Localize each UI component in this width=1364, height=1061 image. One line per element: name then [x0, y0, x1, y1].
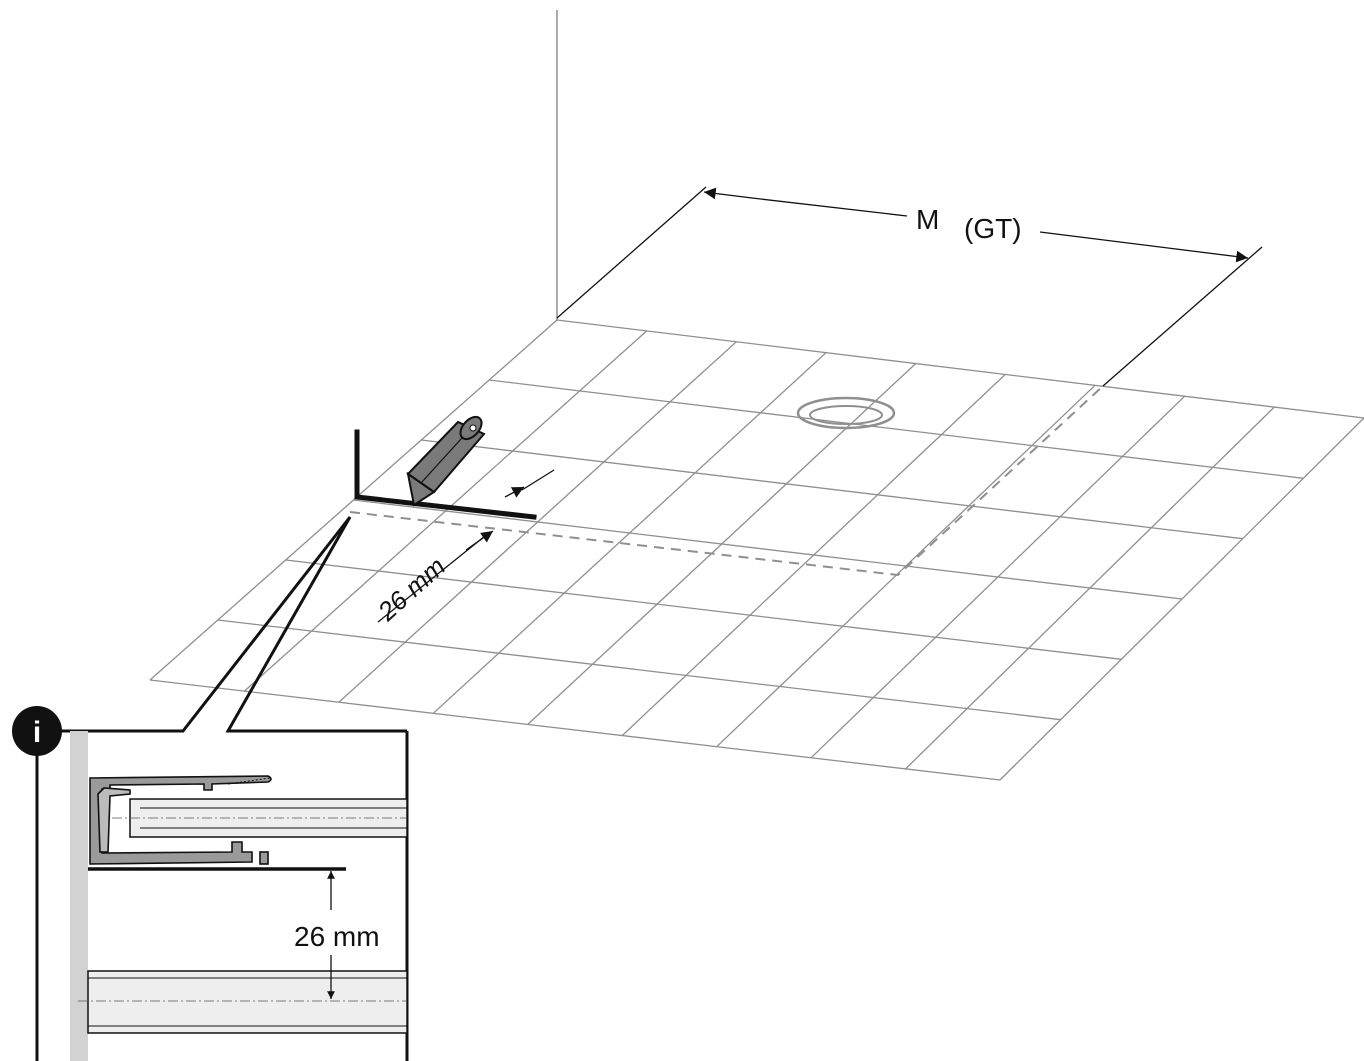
grid-line: [489, 379, 1304, 479]
floor-drain: [796, 396, 896, 430]
dimension-label-gt: (GT): [964, 213, 1022, 244]
offset-label-detail: 26 mm: [294, 921, 380, 952]
detail-inset: 26 mm i: [12, 706, 409, 1061]
steel-square-tool: [354, 429, 537, 520]
info-icon: i: [12, 706, 62, 756]
detail-callout-lines: [37, 516, 407, 733]
offset-label-floor: 26 mm: [371, 551, 451, 627]
grid-line: [217, 619, 1061, 721]
grid-line: [285, 559, 1122, 660]
info-badge-text: i: [33, 716, 41, 749]
wall-section-band: [70, 731, 88, 1061]
installation-outline-dashed: [349, 385, 1104, 577]
upper-rail: [112, 798, 407, 838]
grid-line: [149, 679, 1001, 781]
pencil-icon: [406, 415, 486, 507]
grid-line: [556, 319, 1364, 419]
aluminium-profile: [89, 775, 272, 865]
offset-dimension-detail: 26 mm: [294, 871, 380, 999]
grid-line: [421, 439, 1243, 540]
offset-dimension-floor: 26 mm: [371, 469, 555, 627]
lower-rail: [78, 970, 407, 1034]
grid-line: [353, 499, 1183, 600]
dimension-label-m: M: [916, 204, 939, 235]
dimension-m-gt: M (GT): [556, 186, 1263, 387]
